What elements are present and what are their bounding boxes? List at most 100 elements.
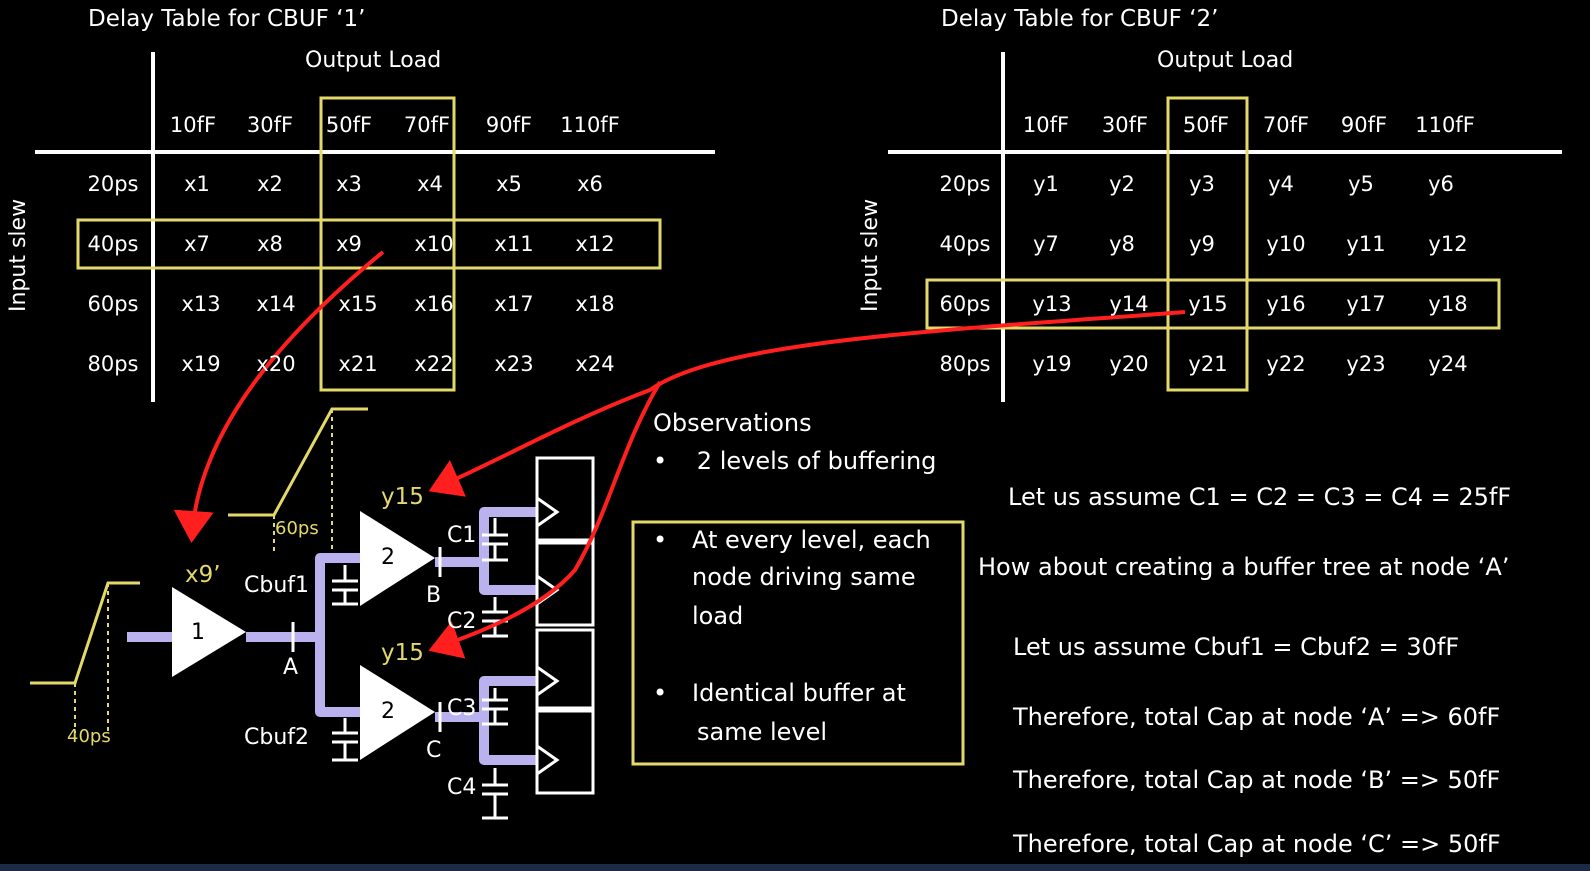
table1-col-header: 30fF xyxy=(246,113,294,137)
table1-cell: x16 xyxy=(414,292,454,316)
table2-cell: y2 xyxy=(1109,172,1135,196)
y15-bottom-label: y15 xyxy=(381,640,424,666)
table1-cell: x19 xyxy=(181,352,221,376)
table2-input-slew-label: Input slew xyxy=(858,198,883,312)
table1-cell: x2 xyxy=(257,172,283,196)
box-bullet-2-line-1: Identical buffer at xyxy=(692,679,906,707)
observations-title: Observations xyxy=(653,409,812,437)
table2-row-header: 80ps xyxy=(939,352,991,376)
table1-cell: x12 xyxy=(575,232,615,256)
c2-label: C2 xyxy=(447,609,477,634)
table1-cell: x24 xyxy=(575,352,615,376)
table1-col-header: 70fF xyxy=(403,113,451,137)
buffer-2-top-label: 2 xyxy=(381,545,395,570)
table1-grid xyxy=(35,52,715,402)
table2-col-header: 50fF xyxy=(1182,113,1230,137)
table1-cell: x4 xyxy=(417,172,443,196)
mid-slew-label: 60ps xyxy=(275,518,319,539)
box-bullet-2-line-2: same level xyxy=(697,718,828,746)
table1-cell: x20 xyxy=(256,352,296,376)
node-a-label: A xyxy=(283,655,299,680)
table1-cell: x13 xyxy=(181,292,221,316)
table2-cell: y5 xyxy=(1348,172,1374,196)
cbuf1-label: Cbuf1 xyxy=(244,573,310,598)
table1-row-header: 80ps xyxy=(87,352,139,376)
table1-row-header: 20ps xyxy=(87,172,139,196)
table1-cell: x15 xyxy=(338,292,378,316)
observations-bullet-1-text: 2 levels of buffering xyxy=(696,447,937,475)
buffer-2-top-shape xyxy=(360,511,435,606)
table2-cell: y3 xyxy=(1189,172,1215,196)
table1-row-header: 60ps xyxy=(87,292,139,316)
info-line-1: Let us assume C1 = C2 = C3 = C4 = 25fF xyxy=(1008,483,1512,511)
c4-label: C4 xyxy=(447,775,477,800)
table1-cell: x1 xyxy=(184,172,210,196)
table1-col-header: 10fF xyxy=(169,113,217,137)
info-line-4: Therefore, total Cap at node ‘A’ => 60fF xyxy=(1013,703,1501,731)
table1-cell: x6 xyxy=(577,172,603,196)
arrow-y15-to-bottom xyxy=(428,380,662,659)
table1-cell: x3 xyxy=(336,172,362,196)
table2-cell: y24 xyxy=(1428,352,1468,376)
lookup-arrows xyxy=(173,250,1186,659)
input-slew-label: 40ps xyxy=(67,726,111,747)
capacitor-c4 xyxy=(482,768,508,820)
table2-cell: y14 xyxy=(1109,292,1149,316)
table1-col-header: 110fF xyxy=(560,113,620,137)
info-line-2: How about creating a buffer tree at node… xyxy=(978,553,1510,581)
table2-cell: y4 xyxy=(1268,172,1294,196)
table2-cell: y16 xyxy=(1266,292,1306,316)
table2-col-header: 90fF xyxy=(1340,113,1388,137)
table1-row-header: 40ps xyxy=(87,232,139,256)
table2-col-header: 30fF xyxy=(1101,113,1149,137)
table2-cell: y23 xyxy=(1346,352,1386,376)
table2-cell: y21 xyxy=(1188,352,1228,376)
box-bullet-dot-2: • xyxy=(653,679,668,707)
table1-cell: x8 xyxy=(257,232,283,256)
table2-cell: y7 xyxy=(1033,232,1059,256)
table2-row-header: 60ps xyxy=(939,292,991,316)
table2-cell: y17 xyxy=(1346,292,1386,316)
table1-cell: x17 xyxy=(494,292,534,316)
table2-col-header: 10fF xyxy=(1022,113,1070,137)
table1-cell: x21 xyxy=(338,352,378,376)
table2-cell: y20 xyxy=(1109,352,1149,376)
box-bullet-1-line-1: At every level, each xyxy=(692,526,931,554)
table2-cell: y11 xyxy=(1346,232,1386,256)
cbuf2-label: Cbuf2 xyxy=(244,725,310,750)
table2-output-load-label: Output Load xyxy=(1157,48,1294,73)
observations-bullet-1: • 2 levels of buffering xyxy=(653,447,936,475)
table2-cell: y19 xyxy=(1032,352,1072,376)
capacitor-c3 xyxy=(482,688,508,726)
c1-label: C1 xyxy=(447,523,477,548)
table2-row-header: 40ps xyxy=(939,232,991,256)
table1-title: Delay Table for CBUF ‘1’ xyxy=(88,6,366,32)
box-bullet-1-line-2: node driving same xyxy=(692,563,916,591)
table2-col-header: 70fF xyxy=(1262,113,1310,137)
table2-cell: y9 xyxy=(1189,232,1215,256)
table1-col-header: 50fF xyxy=(325,113,373,137)
info-line-6: Therefore, total Cap at node ‘C’ => 50fF xyxy=(1013,830,1501,858)
buffer-2-bottom-shape xyxy=(360,665,435,760)
table2-cell: y8 xyxy=(1109,232,1135,256)
buffer-1-shape xyxy=(172,587,246,677)
capacitor-cbuf1 xyxy=(332,565,358,606)
observations-box xyxy=(631,520,965,766)
table1-cell: x18 xyxy=(575,292,615,316)
capacitor-cbuf2 xyxy=(332,718,358,762)
y15-top-label: y15 xyxy=(381,484,424,510)
sink-flops xyxy=(535,456,595,795)
node-b-label: B xyxy=(426,583,442,608)
table1-cell: x7 xyxy=(184,232,210,256)
info-line-3: Let us assume Cbuf1 = Cbuf2 = 30fF xyxy=(1013,633,1460,661)
table1-output-load-label: Output Load xyxy=(305,48,442,73)
table2-title: Delay Table for CBUF ‘2’ xyxy=(941,6,1219,32)
bottom-bar xyxy=(0,864,1590,871)
input-slew-waveform xyxy=(30,581,140,733)
capacitor-c1 xyxy=(482,518,508,562)
table1-cell: x11 xyxy=(494,232,534,256)
table2-col-header: 110fF xyxy=(1415,113,1475,137)
table1-cell: x22 xyxy=(414,352,454,376)
table1-cell: x23 xyxy=(494,352,534,376)
